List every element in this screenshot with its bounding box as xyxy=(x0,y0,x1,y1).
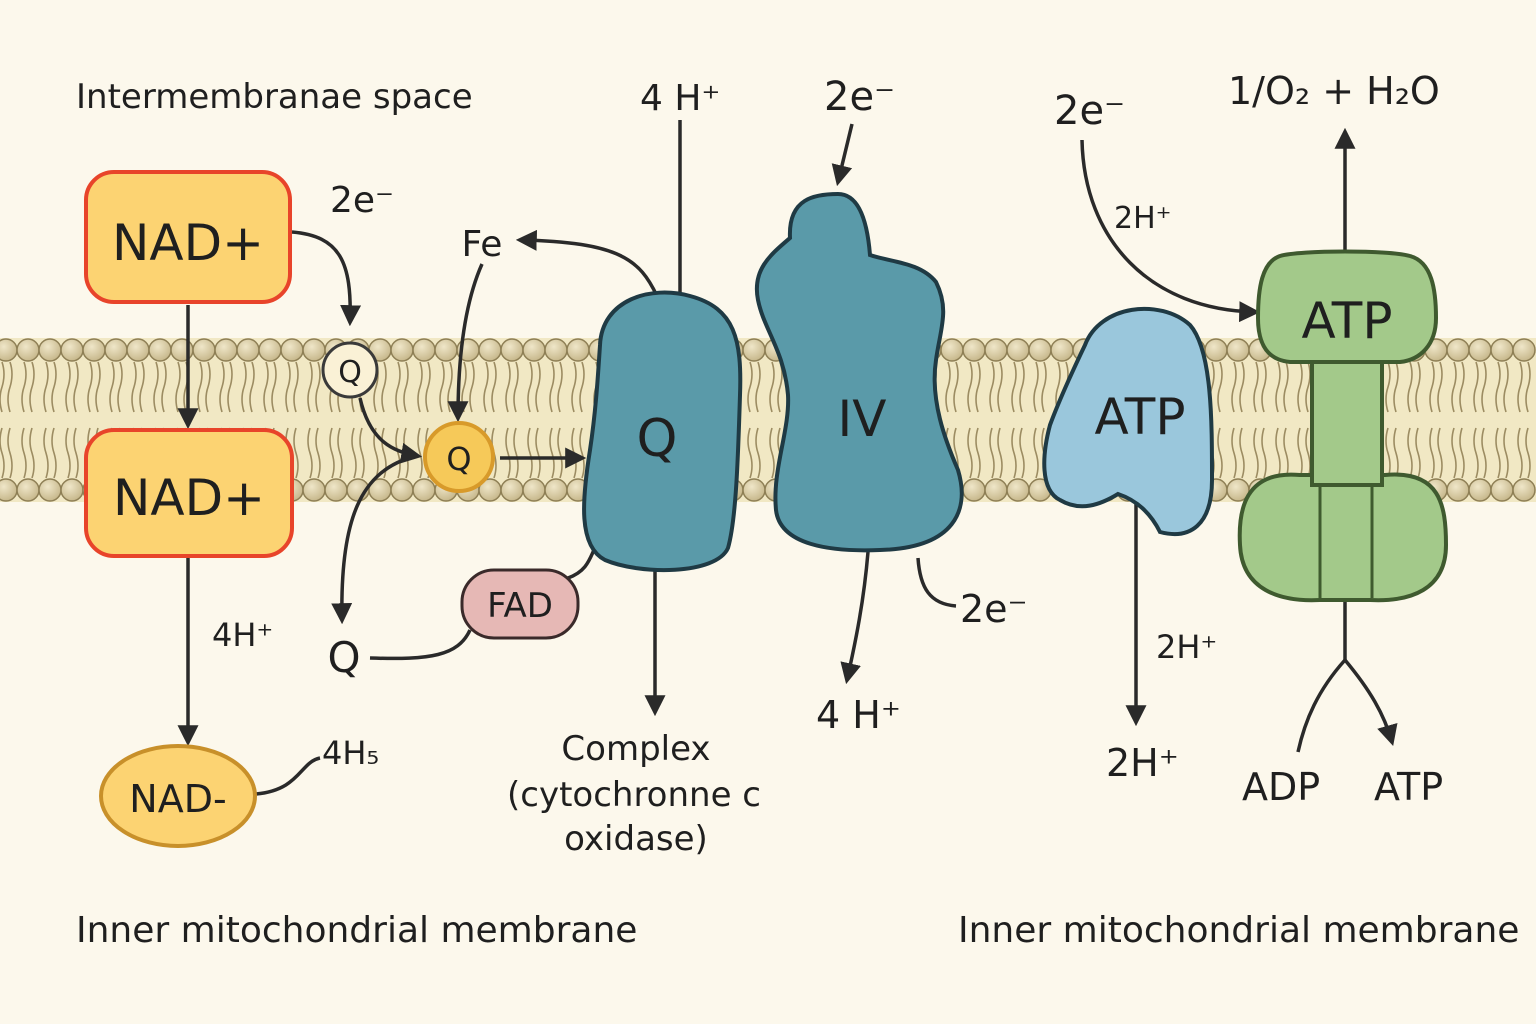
inner-membrane-label-left: Inner mitochondrial membrane xyxy=(76,910,637,951)
complex-q-label: Q xyxy=(637,409,678,469)
arrows xyxy=(177,120,1398,796)
e-top-iv: 2e⁻ xyxy=(824,74,895,120)
q-orange-circle: Q xyxy=(423,421,495,493)
line-fork-adp xyxy=(1296,658,1347,753)
complex-caption-3: oxidase) xyxy=(564,819,708,859)
nad-mid-box: NAD+ xyxy=(84,428,294,558)
atp-synthase-head xyxy=(1255,249,1439,364)
nad-minus-label: NAD- xyxy=(129,777,226,821)
o2-h2o-label: 1/O₂ + H₂O xyxy=(1228,69,1440,113)
h-below-atp-2: 2H⁺ xyxy=(1106,741,1179,785)
q-small-circle: Q xyxy=(321,341,379,399)
line-q-to-fad xyxy=(369,629,472,661)
arrow-q-to-q xyxy=(358,397,423,464)
arrow-2e-to-iv xyxy=(831,123,854,187)
q-small-label: Q xyxy=(338,355,362,390)
complex-caption-2: (cytochronne c xyxy=(507,775,761,815)
complex-caption-1: Complex xyxy=(561,729,710,769)
atp-synthase: ATP xyxy=(1237,249,1449,603)
h-top-q: 4 H⁺ xyxy=(640,78,720,119)
fe-label: Fe xyxy=(462,224,503,265)
line-nad-to-h5 xyxy=(255,756,321,796)
fad-box: FAD xyxy=(460,568,580,640)
atp-blue-protein: ATP xyxy=(1042,306,1215,537)
nad-minus-ellipse: NAD- xyxy=(99,744,257,848)
arrow-fork-atp xyxy=(1343,658,1398,747)
complex-iv-label: IV xyxy=(838,390,887,448)
h-left: 4H⁺ xyxy=(212,616,273,654)
fad-label: FAD xyxy=(487,586,553,626)
h-below-atp-1: 2H⁺ xyxy=(1156,628,1217,666)
complex-q: Q xyxy=(582,290,743,573)
arrow-2e-to-atp xyxy=(1080,139,1261,323)
e-top-right: 2e⁻ xyxy=(1054,88,1125,134)
atp-out-label: ATP xyxy=(1374,765,1443,809)
q-orange-label: Q xyxy=(446,440,471,478)
inner-membrane-label-right: Inner mitochondrial membrane xyxy=(958,910,1519,951)
e-right-iv: 2e⁻ xyxy=(960,587,1028,631)
intermembrane-space-label: Intermembranae space xyxy=(76,77,473,117)
complex-iv: IV xyxy=(754,191,964,553)
adp-label: ADP xyxy=(1242,765,1320,809)
arrow-iv-down xyxy=(840,551,870,685)
e-top-left: 2e⁻ xyxy=(330,180,394,221)
arrow-nad-to-q xyxy=(291,230,362,327)
h-bottom-iv: 4 H⁺ xyxy=(816,693,901,737)
h5-left: 4H₅ xyxy=(322,734,379,772)
atp-synthase-label: ATP xyxy=(1301,292,1392,350)
h-mid-right: 2H⁺ xyxy=(1114,201,1171,236)
q-lower-label: Q xyxy=(327,633,360,682)
nad-mid-label: NAD+ xyxy=(113,469,265,527)
atp-blue-label: ATP xyxy=(1094,388,1185,446)
nad-top-box: NAD+ xyxy=(84,170,292,304)
arrow-complex-to-fe xyxy=(515,229,659,297)
arrow-fe-to-q xyxy=(447,263,484,423)
arrow-q-to-q-lower xyxy=(331,454,417,625)
atp-synthase-base xyxy=(1237,472,1449,603)
nad-top-label: NAD+ xyxy=(112,214,264,272)
atp-synthase-stalk xyxy=(1310,353,1384,487)
line-iv-to-2e xyxy=(916,557,957,608)
